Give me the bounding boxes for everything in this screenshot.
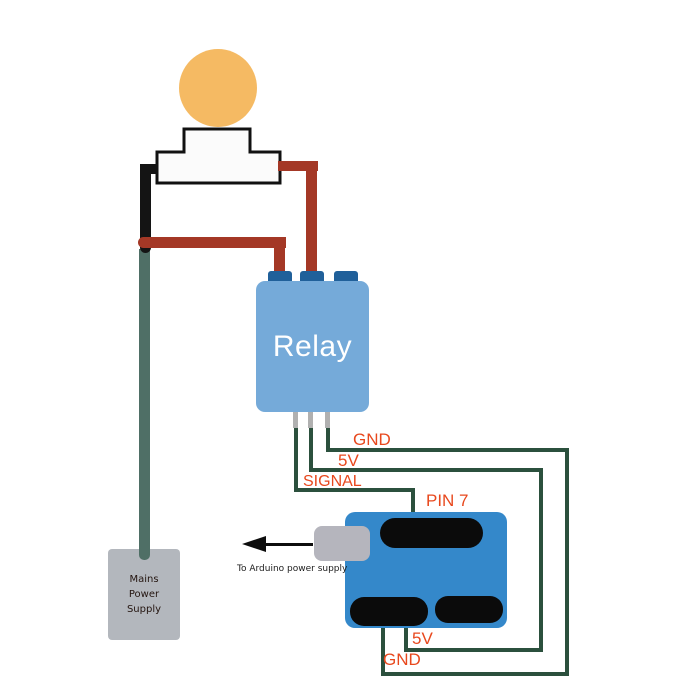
- 5v-wire-to-arduino: [404, 627, 408, 652]
- gnd-wire-vertical: [326, 427, 330, 452]
- usb-connector: [314, 526, 370, 561]
- live-wire-right-horizontal: [278, 161, 318, 171]
- neutral-wire: [140, 164, 151, 253]
- arduino-header-top: [380, 518, 483, 548]
- 5v-wire-horizontal-top: [309, 468, 543, 472]
- arduino-power-note: To Arduino power supply: [237, 564, 348, 574]
- relay-pin-signal: [293, 411, 298, 428]
- gnd-wire-horizontal-bottom: [381, 672, 569, 676]
- live-wire-right-vertical: [306, 161, 317, 273]
- arduino-header-bottom-right: [435, 596, 503, 623]
- relay-pin-gnd: [325, 411, 330, 428]
- live-wire-left-vertical: [274, 237, 285, 273]
- live-wire-left-horizontal: [138, 237, 286, 248]
- relay-module: Relay: [256, 281, 369, 412]
- gnd-wire-vertical-right: [565, 448, 569, 676]
- left-arrow-icon: [242, 536, 266, 552]
- gnd-wire-to-arduino: [381, 627, 385, 676]
- label-arduino-gnd: GND: [383, 650, 421, 669]
- label-relay-5v: 5V: [338, 451, 359, 470]
- lamp-holder: [155, 127, 282, 185]
- signal-wire-to-pin7: [411, 488, 415, 515]
- relay-label: Relay: [272, 329, 353, 363]
- mains-label-line2: Power: [128, 589, 160, 600]
- light-bulb-icon: [179, 49, 257, 127]
- 5v-wire-horizontal-bottom: [404, 648, 543, 652]
- 5v-wire-vertical-right: [539, 468, 543, 652]
- gnd-wire-horizontal-top: [326, 448, 569, 452]
- label-relay-gnd: GND: [353, 430, 391, 449]
- mains-label-line3: Supply: [126, 604, 162, 615]
- label-arduino-5v: 5V: [412, 629, 433, 648]
- mains-wire: [139, 249, 150, 560]
- arduino-header-bottom-left: [350, 597, 428, 626]
- left-arrow-line: [262, 543, 313, 546]
- label-relay-signal: SIGNAL: [303, 473, 362, 490]
- mains-power-supply: Mains Power Supply: [108, 549, 180, 640]
- mains-label-line1: Mains: [129, 574, 159, 585]
- relay-pin-5v: [308, 411, 313, 428]
- signal-wire-vertical: [294, 427, 298, 492]
- signal-wire-horizontal: [294, 488, 415, 492]
- label-arduino-pin7: PIN 7: [426, 491, 469, 510]
- 5v-wire-vertical: [309, 427, 313, 472]
